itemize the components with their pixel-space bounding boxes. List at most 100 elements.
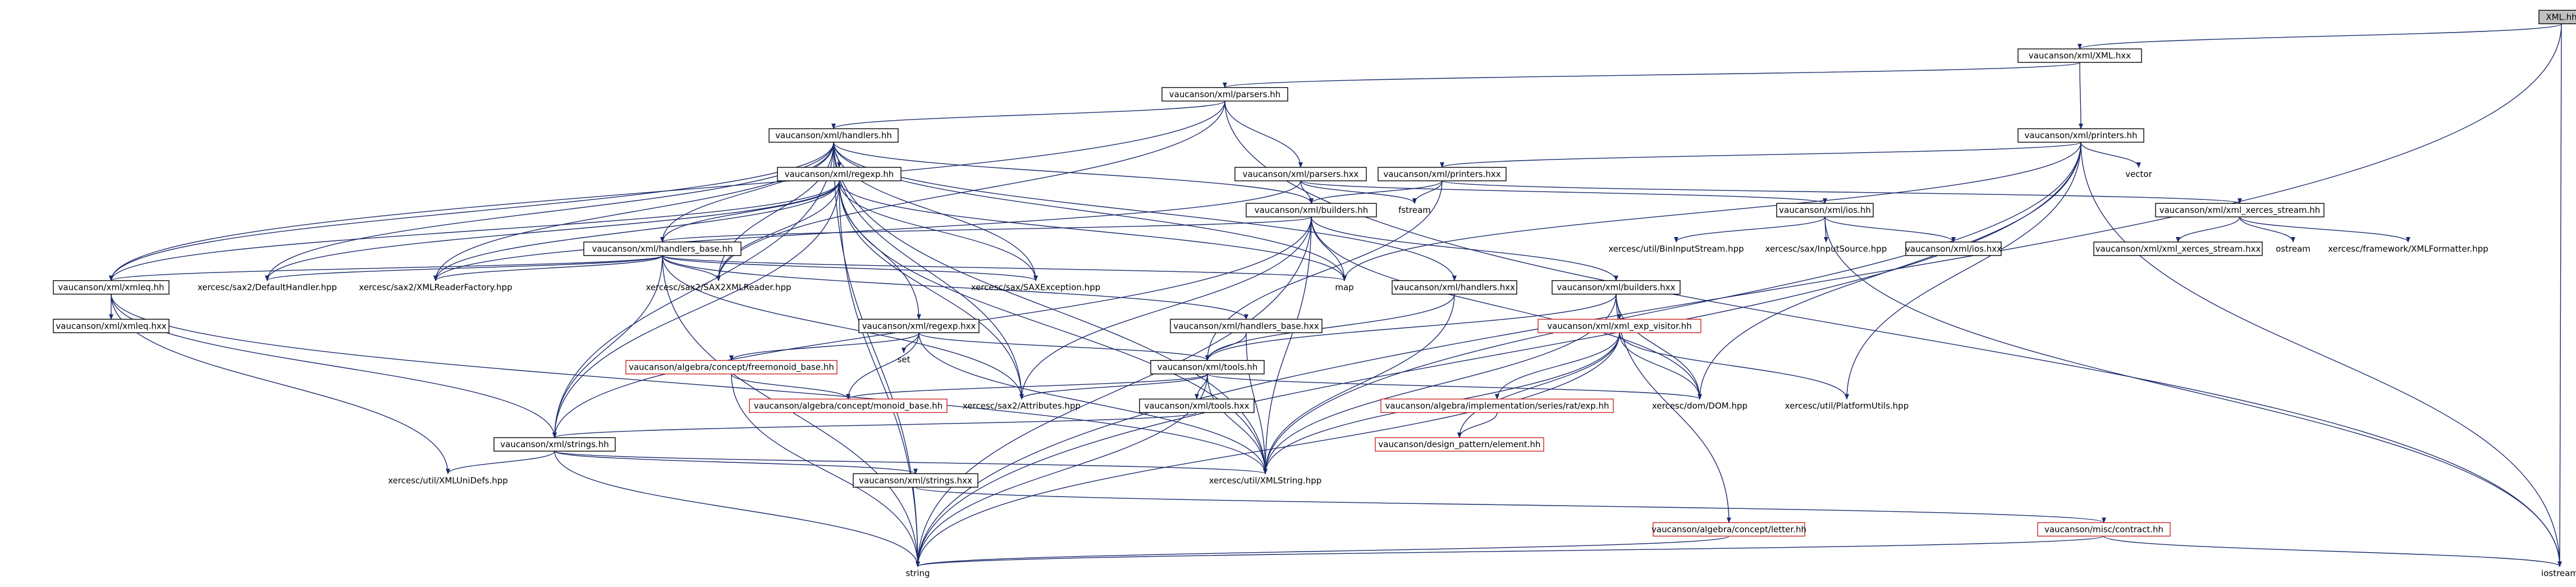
edge-xml_exp_visitor-to-string <box>916 333 1620 567</box>
node-label: vaucanson/xml/ios.hh <box>1779 205 1871 215</box>
node-parsers-hxx[interactable]: vaucanson/xml/parsers.hxx <box>1234 167 1367 181</box>
node-box <box>1905 242 2002 256</box>
node-box <box>749 398 948 413</box>
node-freemonoid-base[interactable]: vaucanson/algebra/concept/freemonoid_bas… <box>625 360 838 375</box>
node-xerces-stream-hh[interactable]: vaucanson/xml/xml_xerces_stream.hh <box>2155 203 2325 217</box>
node-label: xercesc/util/XMLUniDefs.hpp <box>388 475 508 485</box>
node-label: xercesc/sax/SAXException.hpp <box>971 283 1101 293</box>
edge-strings_hh-to-xmluniDefs <box>446 451 555 475</box>
edge-regexp_hh-to-strings_hh <box>552 180 840 439</box>
node-box <box>53 280 170 295</box>
edge-series_exp-to-design_element <box>1457 412 1498 439</box>
edge-regexp_hxx-to-monoid_base <box>846 333 919 400</box>
node-handlers-base-hxx[interactable]: vaucanson/xml/handlers_base.hxx <box>1170 318 1323 334</box>
edge-regexp_hh-to-attributes <box>839 180 1024 400</box>
edge-handlers_base_hh-to-attributes <box>662 255 1024 400</box>
node-box <box>1150 360 1265 375</box>
node-xerces-stream-hxx[interactable]: vaucanson/xml/xml_xerces_stream.hxx <box>2093 242 2263 256</box>
node-bininputstream: xercesc/util/BinInputStream.hpp <box>1608 244 1744 254</box>
edge-freemonoid_base-to-string <box>731 374 920 567</box>
edge-xmleq_hh-to-xmlstring <box>111 294 1268 475</box>
edge-xml_hxx-to-printers_hh <box>2078 62 2083 130</box>
node-set: set <box>898 354 910 365</box>
edge-contract_hh-to-iostream <box>2103 535 2562 567</box>
node-tools-hxx[interactable]: vaucanson/xml/tools.hxx <box>1139 398 1255 413</box>
node-letter-hh[interactable]: vaucanson/algebra/concept/letter.hh <box>1651 522 1806 537</box>
node-strings-hxx[interactable]: vaucanson/xml/strings.hxx <box>853 473 978 488</box>
node-strings-hh[interactable]: vaucanson/xml/strings.hh <box>493 437 616 452</box>
edge-regexp_hh-to-map <box>839 180 1347 281</box>
node-label: vaucanson/xml/regexp.hh <box>785 169 894 179</box>
node-regexp-hxx[interactable]: vaucanson/xml/regexp.hxx <box>858 318 980 334</box>
edge-handlers_base_hh-to-strings_hh <box>552 255 663 439</box>
edge-printers_hh-to-printers_hxx <box>1440 142 2081 168</box>
node-xml-exp-visitor[interactable]: vaucanson/xml/xml_exp_visitor.hh <box>1538 318 1701 334</box>
edge-strings_hh-to-xmlstring <box>554 451 1268 475</box>
node-box <box>583 242 742 256</box>
node-label: vaucanson/xml/tools.hh <box>1157 362 1258 372</box>
node-xmluniDefs: xercesc/util/XMLUniDefs.hpp <box>388 475 508 485</box>
node-monoid-base[interactable]: vaucanson/algebra/concept/monoid_base.hh <box>749 398 948 413</box>
edge-parsers_hxx-to-builders_hh <box>1300 180 1314 204</box>
node-handlers-hxx[interactable]: vaucanson/xml/handlers.hxx <box>1392 280 1517 295</box>
edge-builders_hh-to-handlers_base_hh <box>660 216 1312 243</box>
node-ios-hh[interactable]: vaucanson/xml/ios.hh <box>1776 203 1874 217</box>
node-series-exp[interactable]: vaucanson/algebra/implementation/series/… <box>1380 398 1614 413</box>
edge-handlers_hh-to-strings_hh <box>552 142 834 439</box>
edge-parsers_hh-to-parsers_hxx <box>1224 101 1303 168</box>
node-builders-hxx[interactable]: vaucanson/xml/builders.hxx <box>1552 280 1681 295</box>
node-label: vaucanson/xml/builders.hh <box>1255 205 1369 215</box>
edge-regexp_hxx-to-tools_hh <box>918 332 1210 361</box>
node-printers-hxx[interactable]: vaucanson/xml/printers.hxx <box>1378 167 1507 181</box>
node-sax2xmlreader: xercesc/sax2/SAX2XMLReader.hpp <box>646 283 791 293</box>
node-label: vaucanson/xml/printers.hh <box>2024 130 2137 140</box>
node-box <box>2017 48 2142 63</box>
node-label: string <box>905 568 930 578</box>
node-xmleq-hxx[interactable]: vaucanson/xml/xmleq.hxx <box>53 318 170 334</box>
node-map: map <box>1335 283 1353 293</box>
node-box <box>858 318 980 334</box>
node-box <box>2037 522 2171 537</box>
node-root[interactable]: XML.hh <box>2538 10 2576 25</box>
edge-layer <box>109 23 2563 567</box>
node-box <box>1380 398 1614 413</box>
edge-handlers_base_hh-to-xmlreaderfactory <box>433 255 663 281</box>
node-printers-hh[interactable]: vaucanson/xml/printers.hh <box>2017 128 2144 143</box>
node-label: vaucanson/algebra/concept/freemonoid_bas… <box>629 362 834 373</box>
node-regexp-hh[interactable]: vaucanson/xml/regexp.hh <box>777 167 902 181</box>
edge-contract_hh-to-string <box>916 535 2104 567</box>
edge-strings_hh-to-string <box>554 451 920 567</box>
node-label: set <box>898 354 910 365</box>
node-label: xercesc/util/PlatformUtils.hpp <box>1785 401 1909 411</box>
edge-xml_exp_visitor-to-dom <box>1619 333 1702 400</box>
node-xml-hxx[interactable]: vaucanson/xml/XML.hxx <box>2017 48 2142 63</box>
node-box <box>53 318 170 334</box>
node-platformutils: xercesc/util/PlatformUtils.hpp <box>1785 401 1909 411</box>
node-builders-hh[interactable]: vaucanson/xml/builders.hh <box>1246 203 1377 217</box>
node-handlers-base-hh[interactable]: vaucanson/xml/handlers_base.hh <box>583 242 742 256</box>
node-box <box>1538 318 1701 334</box>
node-xmleq-hh[interactable]: vaucanson/xml/xmleq.hh <box>53 280 170 295</box>
edge-xml_exp_visitor-to-series_exp <box>1495 333 1620 400</box>
node-inputsource: xercesc/sax/InputSource.hpp <box>1765 244 1887 254</box>
edge-tools_hh-to-dom <box>1207 374 1702 400</box>
node-label: vaucanson/algebra/implementation/series/… <box>1385 401 1609 411</box>
node-label: vaucanson/xml/ios.hxx <box>1905 244 2002 254</box>
node-label: vaucanson/xml/strings.hh <box>500 439 608 449</box>
node-label: vector <box>2125 169 2152 179</box>
node-contract-hh[interactable]: vaucanson/misc/contract.hh <box>2037 522 2171 537</box>
node-handlers-hh[interactable]: vaucanson/xml/handlers.hh <box>768 128 899 143</box>
node-xmlstring: xercesc/util/XMLString.hpp <box>1209 475 1322 485</box>
edge-tools_hh-to-xmlstring <box>1207 374 1268 475</box>
node-label: xercesc/framework/XMLFormatter.hpp <box>2328 244 2488 254</box>
edge-handlers_base_hxx-to-tools_hh <box>1205 333 1247 361</box>
node-design-element[interactable]: vaucanson/design_pattern/element.hh <box>1375 437 1544 452</box>
node-parsers-hh[interactable]: vaucanson/xml/parsers.hh <box>1161 87 1288 102</box>
edge-ios_hh-to-ios_hxx <box>1824 216 1956 243</box>
edge-builders_hh-to-builders_hxx <box>1311 217 1618 281</box>
node-ios-hxx[interactable]: vaucanson/xml/ios.hxx <box>1905 242 2002 256</box>
edge-regexp_hh-to-string <box>839 180 920 567</box>
edge-xmleq_hh-to-strings_hh <box>111 294 557 439</box>
node-string: string <box>905 568 930 578</box>
node-tools-hh[interactable]: vaucanson/xml/tools.hh <box>1150 360 1265 375</box>
